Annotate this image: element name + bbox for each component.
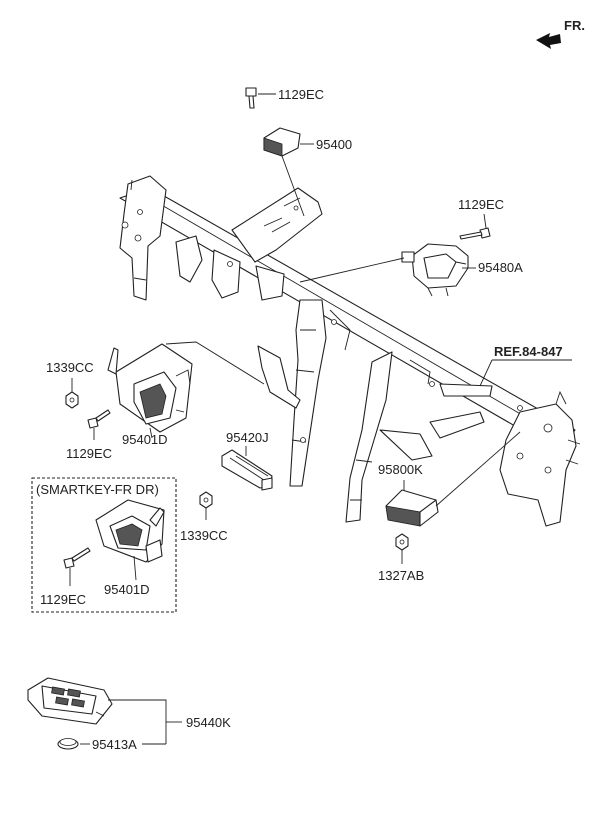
front-arrow-icon — [536, 33, 561, 49]
center-stay — [289, 299, 327, 487]
label-95413a: 95413A — [92, 737, 137, 752]
smart-key-module-95400 — [263, 127, 314, 217]
smartkey-variant-box: (SMARTKEY-FR DR) 95401D 1129EC — [31, 477, 177, 613]
bolt-1129ec-box — [63, 547, 91, 586]
bolt-1129ec-top — [245, 87, 276, 109]
fob-button-icon — [67, 688, 81, 698]
left-side-bracket — [119, 175, 167, 301]
label-1327ab: 1327AB — [378, 568, 424, 583]
right-end-bracket — [499, 403, 577, 527]
nut-1327ab — [395, 533, 409, 564]
fob-button-icon — [51, 686, 65, 696]
label-95800k: 95800K — [378, 462, 423, 477]
smart-key-unit-95401D-box — [95, 499, 165, 581]
bolt-1129ec-left — [87, 409, 111, 440]
smart-key-fob-95440K — [27, 677, 182, 744]
front-label: FR. — [564, 18, 585, 33]
immobilizer-module-95480A — [299, 243, 476, 297]
label-95400: 95400 — [316, 137, 352, 152]
crash-pad-bar-assembly — [119, 175, 581, 527]
right-stay — [345, 351, 393, 523]
label-95401d-box: 95401D — [104, 582, 150, 597]
bolt-1129ec-right — [459, 213, 491, 240]
label-1129ec-left: 1129EC — [66, 446, 112, 461]
label-1129ec-box: 1129EC — [40, 592, 86, 607]
fob-button-icon — [71, 698, 85, 708]
label-95440k: 95440K — [186, 715, 231, 730]
label-1129ec-right: 1129EC — [458, 197, 504, 212]
battery-95413A — [57, 738, 166, 750]
label-95401d-top: 95401D — [122, 432, 168, 447]
label-95480a: 95480A — [478, 260, 523, 275]
label-1339cc-mid: 1339CC — [180, 528, 228, 543]
nut-1339cc-left — [65, 378, 79, 409]
label-1339cc-left: 1339CC — [46, 360, 94, 375]
fob-button-icon — [55, 696, 69, 706]
smart-key-unit-95401D-top — [107, 341, 265, 439]
smartkey-box-title: (SMARTKEY-FR DR) — [36, 482, 159, 497]
front-direction-indicator: FR. — [536, 18, 585, 49]
nut-1339cc-mid — [199, 491, 213, 520]
label-95420j: 95420J — [226, 430, 269, 445]
antenna-95420J — [221, 449, 273, 491]
sensor-95800K — [385, 431, 521, 527]
label-1129ec-top: 1129EC — [278, 87, 324, 102]
reference-label: REF.84-847 — [494, 344, 563, 359]
